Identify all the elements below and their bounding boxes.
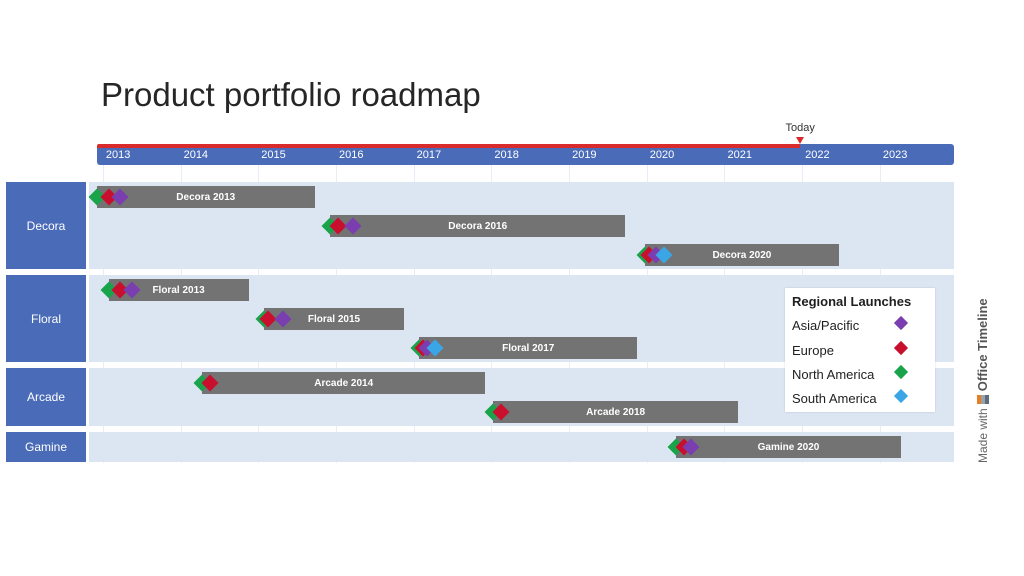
year-label-2023: 2023 [882,149,908,161]
legend-item-europe: Europe [792,343,834,358]
task-bar-arcade-2018[interactable]: Arcade 2018 [493,401,739,423]
task-bar-floral-2015[interactable]: Floral 2015 [264,308,404,330]
swimlane-arcade-label: Arcade [6,368,86,426]
legend-south-america-diamond-icon [893,388,909,404]
task-bar-decora-2013[interactable]: Decora 2013 [97,186,315,208]
swimlane-decora-label: Decora [6,182,86,269]
legend-item-south-america: South America [792,391,877,406]
watermark-prefix: Made with [976,408,990,463]
legend: Regional Launches Asia/Pacific Europe No… [785,288,935,412]
office-timeline-logo-icon [977,395,989,405]
legend-asia-pacific-diamond-icon [893,315,909,331]
task-bar-floral-2017[interactable]: Floral 2017 [419,337,637,359]
page-title: Product portfolio roadmap [101,76,481,113]
task-bar-gamine-2020[interactable]: Gamine 2020 [675,436,902,458]
today-progress-bar [97,144,801,148]
watermark: Made with Office Timeline [975,298,990,463]
year-label-2022: 2022 [805,149,830,161]
year-label-2013: 2013 [105,149,131,161]
today-label: Today [785,122,815,134]
legend-north-america-diamond-icon [893,364,909,380]
today-marker [796,137,805,144]
year-label-2020: 2020 [649,149,675,161]
legend-item-north-america: North America [792,367,875,382]
watermark-brand: Office Timeline [975,298,990,392]
year-label-2017: 2017 [416,149,442,161]
legend-item-asia-pacific: Asia/Pacific [792,318,860,333]
year-label-2015: 2015 [261,149,286,161]
task-bar-floral-2013[interactable]: Floral 2013 [108,279,249,301]
swimlane-floral-label: Floral [6,275,86,362]
year-label-2021: 2021 [727,149,752,161]
task-bar-decora-2016[interactable]: Decora 2016 [330,215,626,237]
swimlane-gamine-label: Gamine [6,432,86,462]
task-bar-decora-2020[interactable]: Decora 2020 [644,244,840,266]
time-band [97,144,954,165]
task-bar-arcade-2014[interactable]: Arcade 2014 [201,372,486,394]
legend-europe-diamond-icon [893,340,909,356]
year-label-2019: 2019 [572,149,597,161]
legend-title: Regional Launches [792,294,912,309]
year-label-2018: 2018 [494,149,519,161]
year-label-2016: 2016 [338,149,364,161]
year-label-2014: 2014 [183,149,209,161]
